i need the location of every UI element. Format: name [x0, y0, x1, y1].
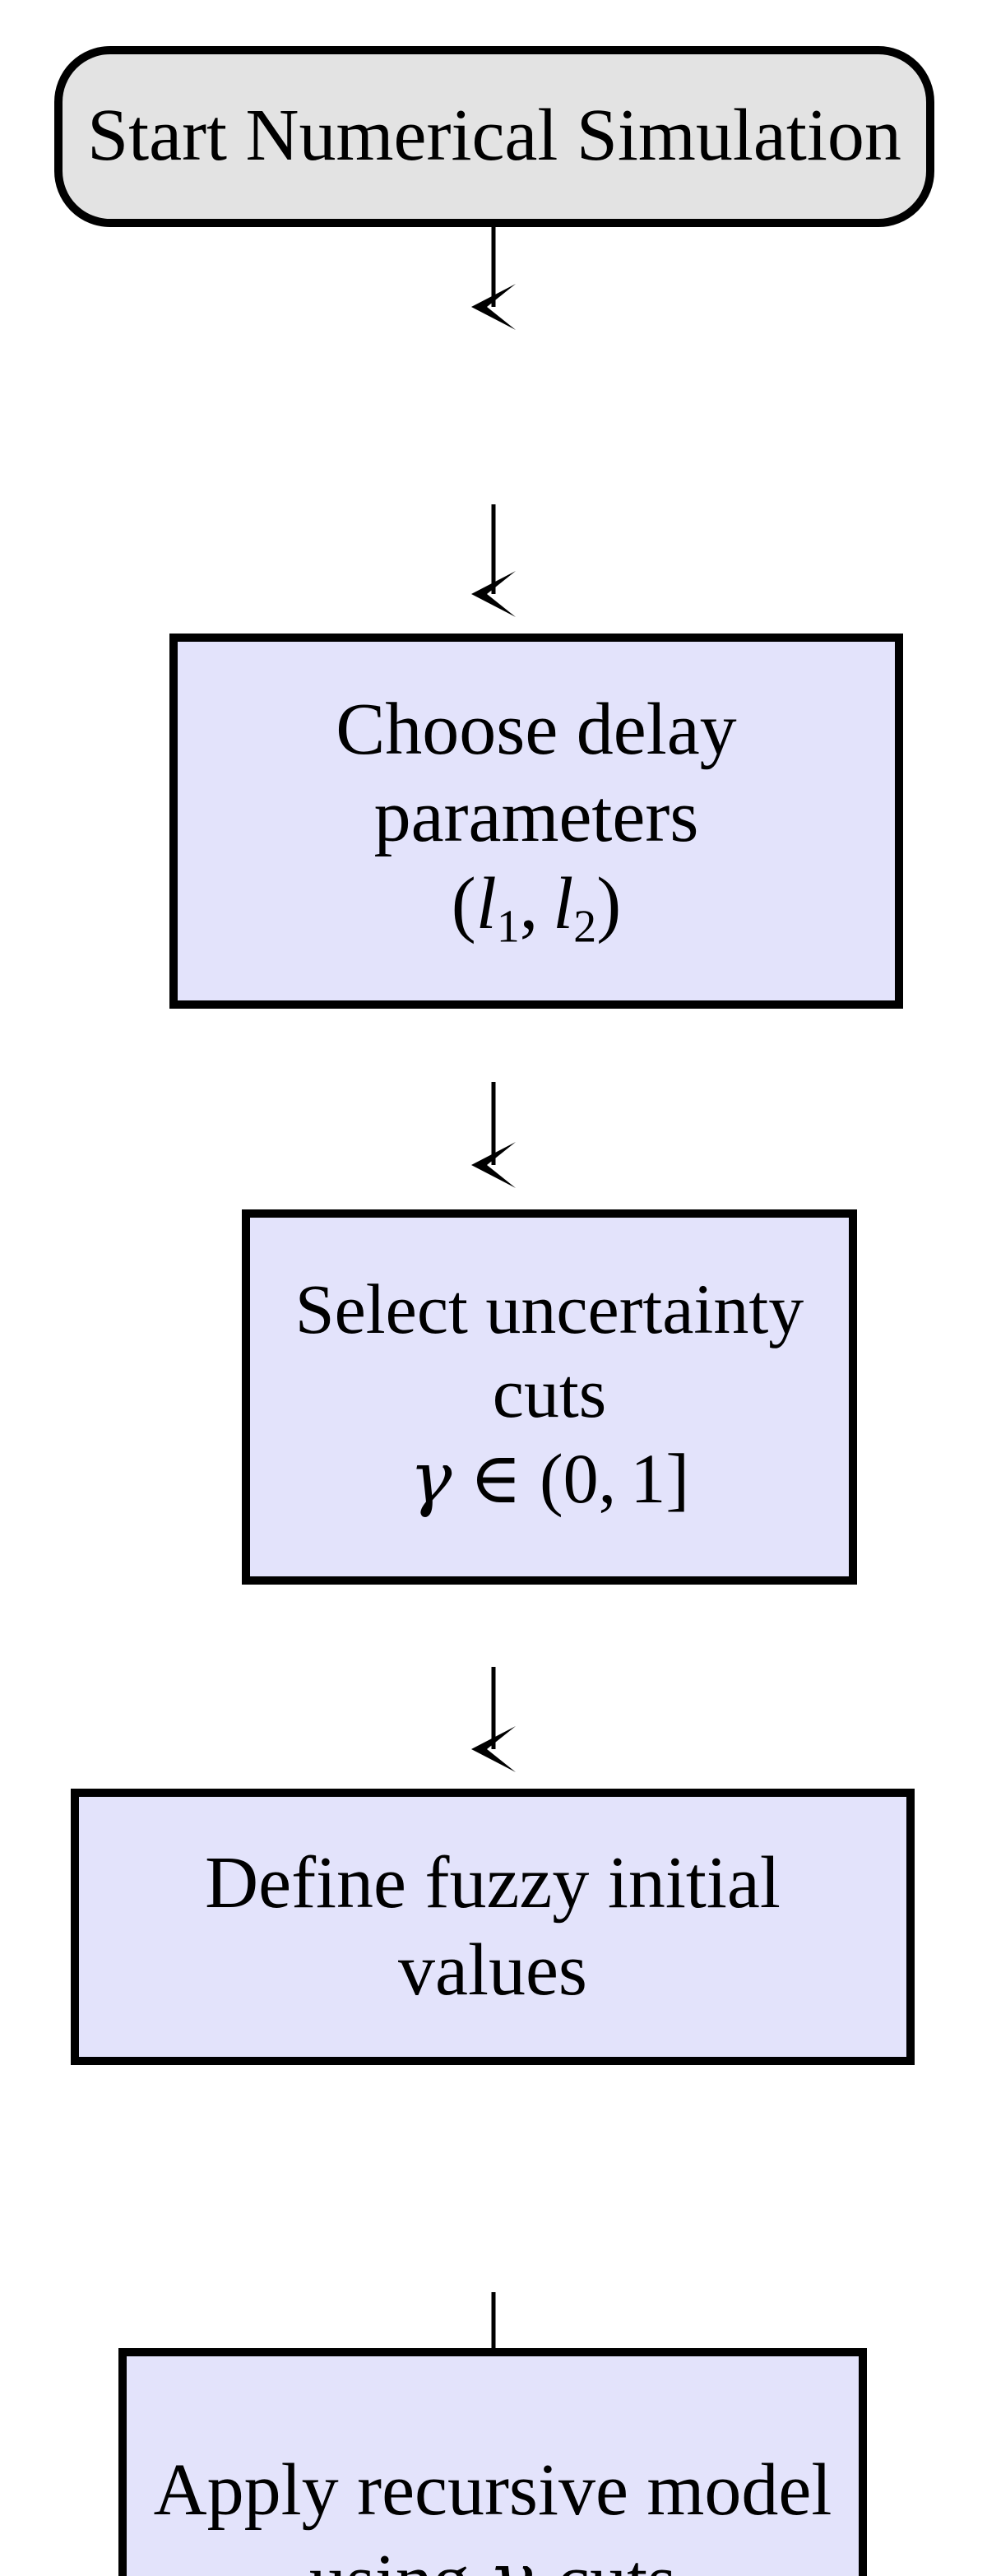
node-start[interactable]: Start Numerical Simulation [54, 46, 934, 227]
node-delay-parameters-label: Choose delay parameters (l1, l2) [178, 686, 895, 957]
node-fuzzy-initial-values[interactable]: Define fuzzy initial values [71, 1789, 915, 2065]
node-start-label: Start Numerical Simulation [87, 94, 901, 177]
node-uncertainty-cuts-label: Select uncertainty cuts γ ∈ (0, 1] [250, 1271, 849, 1523]
node-recursive-model[interactable]: Apply recursive model using γ-cuts [118, 2348, 867, 2576]
node-uncertainty-cuts[interactable]: Select uncertainty cuts γ ∈ (0, 1] [242, 1209, 857, 1585]
node-recursive-model-label: Apply recursive model using γ-cuts [127, 2448, 859, 2576]
node-fuzzy-initial-values-label: Define fuzzy initial values [205, 1840, 781, 2011]
node-delay-parameters[interactable]: Choose delay parameters (l1, l2) [169, 634, 903, 1009]
node-delay-parameters-formula: (l1, l2) [451, 861, 622, 954]
node-uncertainty-cuts-formula: γ ∈ (0, 1] [409, 1437, 690, 1520]
node-recursive-model-line2: using γ-cuts [150, 2535, 836, 2576]
